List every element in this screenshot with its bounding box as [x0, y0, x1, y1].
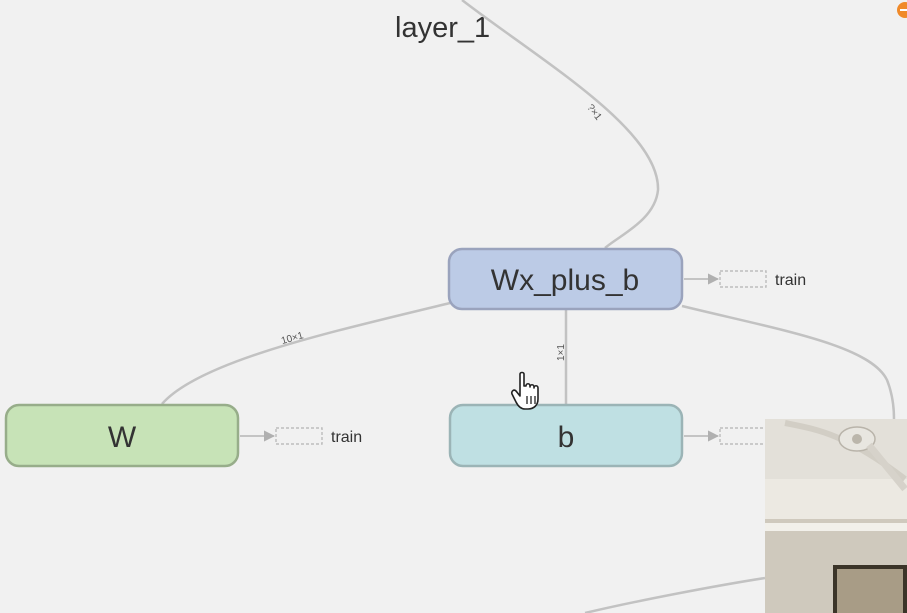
edge-w-to-wx-plus-b [161, 301, 451, 405]
node-w-label: W [108, 421, 137, 454]
node-w[interactable]: W [4, 403, 240, 468]
edge-label-w-shape: 10×1 [280, 330, 305, 347]
wx-plus-b-train-node[interactable] [719, 270, 767, 288]
hand-pointer-icon [511, 371, 539, 410]
wx-plus-b-train-label: train [775, 272, 806, 289]
scope-title: layer_1 [395, 12, 490, 44]
b-train-node[interactable] [719, 427, 767, 445]
webcam-overlay [765, 419, 907, 613]
webcam-scene [765, 419, 907, 613]
collapse-indicator-icon[interactable] [897, 2, 907, 18]
node-b[interactable]: b [448, 403, 684, 468]
node-b-label: b [558, 421, 575, 454]
w-train-label: train [331, 429, 362, 446]
edge-input-to-wx-plus-b [461, 0, 660, 249]
edge-bottom-output [584, 576, 766, 613]
edge-label-b-shape: 1×1 [556, 344, 567, 361]
node-wx-plus-b-label: Wx_plus_b [491, 264, 639, 297]
edge-wx-plus-b-to-output [681, 304, 896, 420]
node-wx-plus-b[interactable]: Wx_plus_b [447, 247, 684, 311]
w-train-node[interactable] [275, 427, 323, 445]
